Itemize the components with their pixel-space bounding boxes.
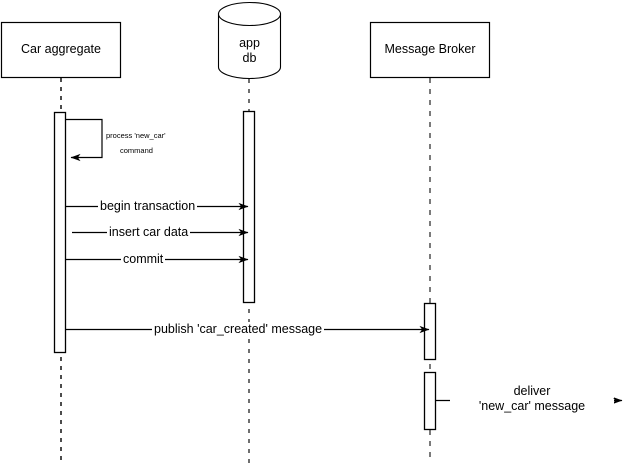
message-label-insert-car-data: insert car data bbox=[107, 225, 191, 240]
participant-cylinder-app-db[interactable] bbox=[217, 1, 282, 80]
message-label-begin-transaction: begin transaction bbox=[98, 199, 198, 214]
activation-bar-message-broker-2 bbox=[423, 371, 437, 431]
message-arrow-process-new-car bbox=[66, 118, 103, 162]
message-label-commit: commit bbox=[121, 252, 166, 267]
participant-label-app-db-line1: app bbox=[239, 36, 260, 50]
participant-box-message-broker[interactable] bbox=[369, 21, 491, 79]
message-label-deliver-new-car-line1: deliver bbox=[450, 384, 614, 399]
participant-label-app-db-line2: db bbox=[242, 51, 257, 65]
message-label-process-new-car-line1: process 'new_car' bbox=[106, 131, 166, 140]
participant-label-car-aggregate: Car aggregate bbox=[21, 42, 101, 56]
activation-bar-message-broker-1 bbox=[423, 302, 437, 361]
activation-bar-car-aggregate bbox=[53, 111, 67, 354]
participant-box-car-aggregate[interactable] bbox=[0, 21, 122, 79]
message-label-publish-car-created: publish 'car_created' message bbox=[152, 322, 325, 337]
message-label-deliver-new-car-line2: 'new_car' message bbox=[450, 399, 614, 414]
participant-label-message-broker: Message Broker bbox=[384, 42, 476, 56]
message-label-process-new-car-line2: command bbox=[120, 146, 153, 155]
